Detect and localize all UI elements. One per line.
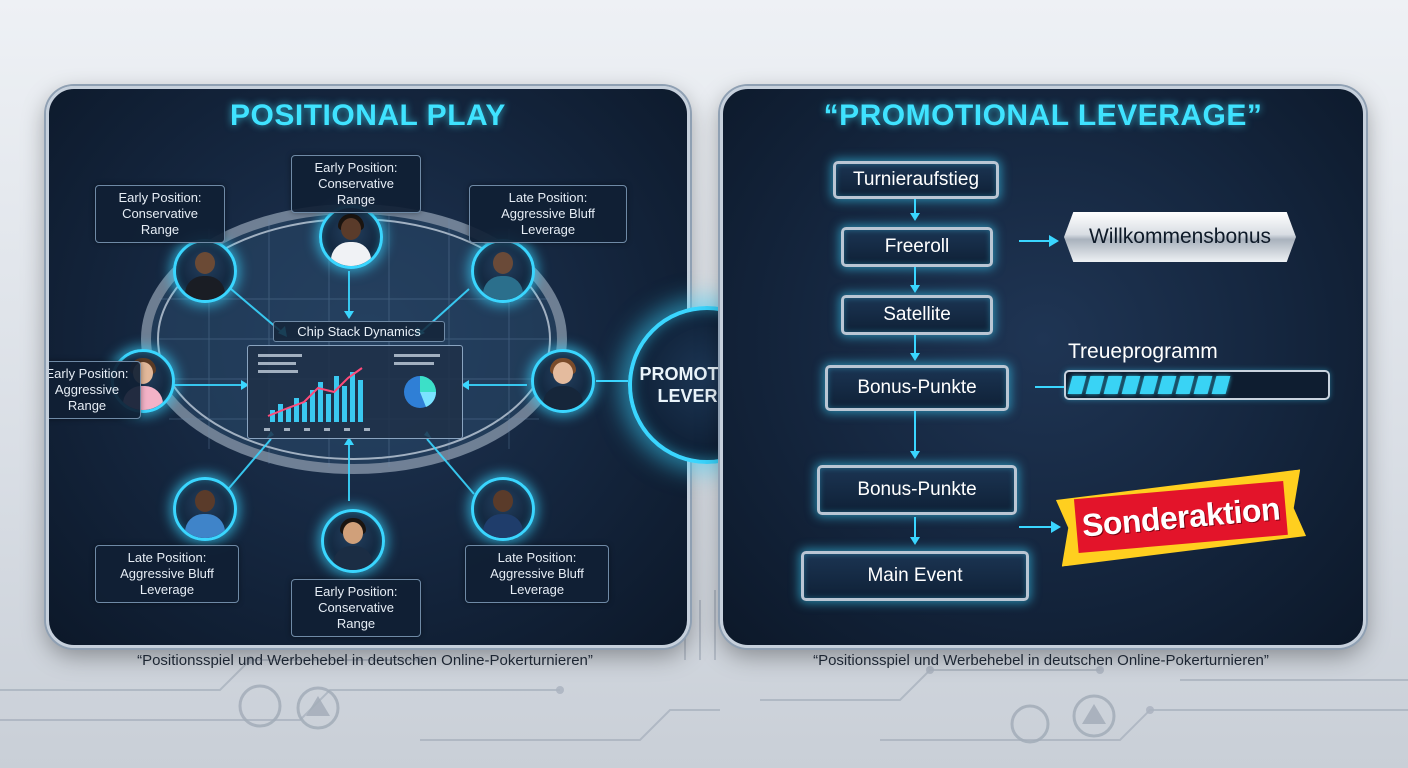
caption-right: “Positionsspiel und Werbehebel in deutsc… <box>813 652 1269 669</box>
chip-stack-chart-graphic <box>258 354 440 431</box>
flow-step-main-event: Main Event <box>801 551 1029 601</box>
player-avatar-top-center <box>319 205 383 269</box>
flow-step-freeroll: Freeroll <box>841 227 993 267</box>
position-label-top-right: Late Position:Aggressive Bluff Leverage <box>469 185 627 243</box>
loyalty-progress-segment <box>1085 376 1105 394</box>
promotional-leverage-title: “PROMOTIONAL LEVERAGE” <box>823 99 1263 132</box>
loyalty-progress-segment <box>1211 376 1231 394</box>
player-avatar-mid-right <box>531 349 595 413</box>
loyalty-progress-segment <box>1157 376 1177 394</box>
loyalty-progress-bar <box>1064 370 1330 400</box>
player-avatar-bottom-right <box>471 477 535 541</box>
loyalty-progress-segment <box>1139 376 1159 394</box>
loyalty-progress-segment <box>1103 376 1123 394</box>
promotional-leverage-panel: “PROMOTIONAL LEVERAGE” Turnieraufstieg F… <box>720 86 1366 648</box>
player-avatar-top-right <box>471 239 535 303</box>
caption-left: “Positionsspiel und Werbehebel in deutsc… <box>137 652 593 669</box>
positional-play-title: POSITIONAL PLAY <box>230 99 506 132</box>
flow-step-bonus-punkte-1: Bonus-Punkte <box>825 365 1009 411</box>
loyalty-progress-segment <box>1067 376 1087 394</box>
player-avatar-bottom-left <box>173 477 237 541</box>
position-label-top-left: Early Position:Conservative Range <box>95 185 225 243</box>
chip-stack-chart-title: Chip Stack Dynamics <box>273 321 445 342</box>
promotion-flow-arrows <box>910 199 1085 545</box>
player-avatar-top-left <box>173 239 237 303</box>
loyalty-progress-segment <box>1193 376 1213 394</box>
flow-step-satellite: Satellite <box>841 295 993 335</box>
welcome-bonus-badge: Willkommensbonus <box>1064 212 1296 262</box>
position-label-bottom-center: Early Position:Conservative Range <box>291 579 421 637</box>
arrow-bottom-left <box>223 438 272 495</box>
positional-play-panel: POSITIONAL PLAY <box>46 86 690 648</box>
flow-step-turnieraufstieg: Turnieraufstieg <box>833 161 999 199</box>
loyalty-progress-segment <box>1175 376 1195 394</box>
arrow-bottom-right <box>426 438 475 495</box>
flow-step-bonus-punkte-2: Bonus-Punkte <box>817 465 1017 515</box>
position-label-bottom-right: Late Position:Aggressive Bluff Leverage <box>465 545 609 603</box>
loyalty-progress-segment <box>1121 376 1141 394</box>
loyalty-program-label: Treueprogramm <box>1068 340 1218 363</box>
player-avatar-bottom-center <box>321 509 385 573</box>
position-label-top-center: Early Position:Conservative Range <box>291 155 421 213</box>
chip-stack-chart <box>247 345 463 439</box>
position-label-bottom-left: Late Position:Aggressive Bluff Leverage <box>95 545 239 603</box>
